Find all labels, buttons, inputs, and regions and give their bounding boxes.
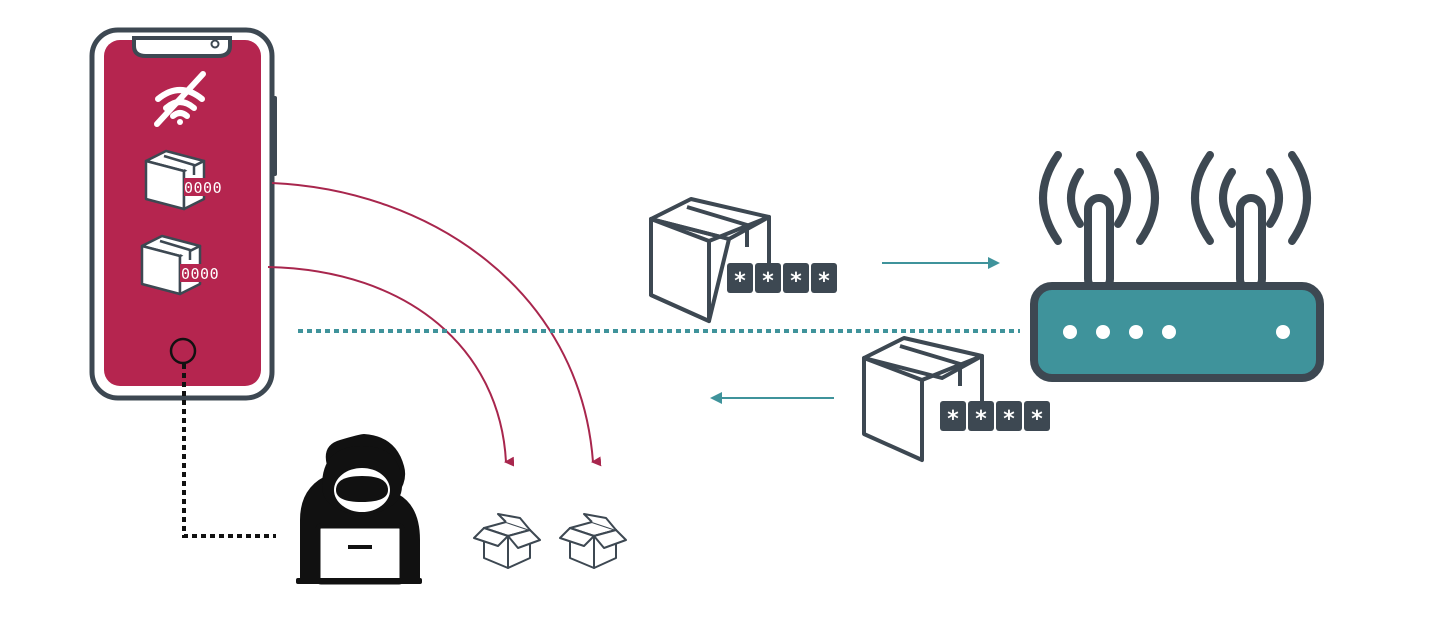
hacker-icon (296, 434, 422, 585)
masked-code: * * * * (727, 263, 837, 294)
hacker-link (182, 364, 276, 538)
mask-char: * (761, 269, 774, 294)
open-box-icon (473, 513, 541, 569)
wifi-off-icon (154, 71, 206, 127)
signal-waves-right (1191, 151, 1311, 245)
intercept-arrow-2 (267, 266, 515, 467)
mask-char: * (1002, 407, 1015, 432)
phone-packet-1: 0000 (144, 149, 236, 211)
open-box-2 (559, 513, 627, 569)
open-box-1 (473, 513, 541, 569)
mask-char: * (1030, 407, 1043, 432)
mask-char: * (946, 407, 959, 432)
mask-char: * (817, 269, 830, 294)
package-icon (649, 197, 771, 323)
open-box-icon (559, 513, 627, 569)
packet-code-box (184, 178, 236, 196)
smartphone: 0000 0000 (89, 27, 277, 401)
phone-camera (210, 39, 220, 49)
outgoing-packet: * * * * (649, 197, 837, 323)
phone-screen (104, 40, 261, 386)
package-icon (140, 234, 202, 296)
phone-home-button (169, 337, 197, 365)
masked-code: * * * * (940, 401, 1050, 432)
packet-code-box (180, 264, 234, 282)
packet-code: 0000 (184, 179, 222, 197)
phone-side-button (271, 96, 277, 176)
intercept-arrow-1 (271, 182, 602, 467)
mask-char: * (974, 407, 987, 432)
router-icon (1030, 151, 1324, 382)
packet-code: 0000 (181, 265, 219, 283)
signal-waves-left (1039, 151, 1159, 245)
mask-char: * (733, 269, 746, 294)
phone-notch (132, 36, 232, 58)
package-icon (144, 149, 206, 211)
package-icon (862, 336, 984, 462)
router-leds (1063, 325, 1290, 339)
phone-packet-2: 0000 (140, 234, 234, 296)
mask-char: * (789, 269, 802, 294)
incoming-packet: * * * * (862, 336, 1050, 462)
